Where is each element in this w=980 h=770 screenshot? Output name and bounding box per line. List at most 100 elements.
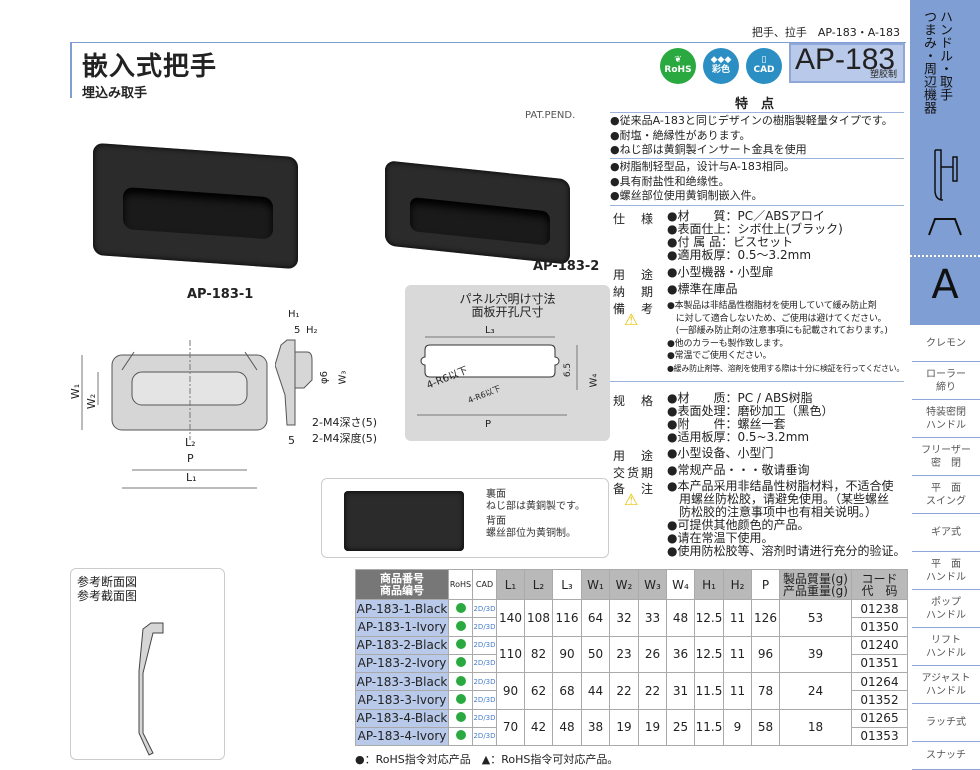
dimension-cell: 96 — [751, 635, 780, 673]
column-header: P — [751, 569, 780, 600]
sidebar-item[interactable]: リフト ハンドル — [912, 628, 980, 666]
warning-icon: ⚠ — [624, 490, 639, 509]
rohs-cell — [448, 671, 473, 692]
dimension-cell: 11.5 — [694, 672, 724, 710]
sidebar-item[interactable]: 特装密閉 ハンドル — [912, 400, 980, 438]
use-jp: ●小型機器・小型扉 — [667, 265, 774, 279]
cad-link[interactable]: 2D/3D — [472, 635, 497, 655]
dimension-cell: 116 — [552, 599, 582, 637]
dimension-cell: 70 — [496, 708, 525, 746]
dimension-cell: 42 — [524, 708, 553, 746]
cad-link[interactable]: 2D/3D — [472, 726, 497, 747]
front-view-drawing — [81, 340, 268, 489]
spec-label-cn: 规格 — [613, 394, 653, 408]
rohs-cell — [448, 690, 473, 710]
dim-l1: L₁ — [186, 471, 197, 484]
note-label-jp: 備考 — [613, 302, 653, 316]
text-line: ●常温でご使用ください。 — [667, 351, 772, 361]
sidebar-item[interactable]: アジャスト ハンドル — [912, 666, 980, 704]
rohs-dot-icon — [455, 602, 466, 613]
text-line: ●附 件：螺丝一套 — [667, 417, 786, 431]
cad-link[interactable]: 2D/3D — [472, 653, 497, 674]
sidebar-category[interactable] — [910, 0, 980, 325]
text-line: ●適用板厚：0.5～3.2mm — [667, 248, 812, 262]
dimension-cell: 44 — [581, 672, 610, 710]
column-header: L₂ — [524, 569, 553, 600]
code-cell: 01350 — [851, 617, 908, 637]
sidebar-item[interactable]: 平 面 スイング — [912, 476, 980, 514]
use-label-cn: 用途 — [613, 449, 653, 463]
text-line: ●使用防松胶等、溶剂时请进行充分的验证。 — [667, 544, 906, 558]
text-line: ●螺丝部位使用黄铜制嵌入件。 — [610, 189, 763, 202]
delivery-cn: ●常规产品・・・敬请垂询 — [667, 463, 810, 477]
cad-link[interactable]: 2D/3D — [472, 708, 497, 728]
dimension-cell: 33 — [638, 599, 667, 637]
text-line: ●请在常温下使用。 — [667, 531, 774, 545]
cad-link[interactable]: 2D/3D — [472, 690, 497, 710]
rohs-cell — [448, 635, 473, 655]
sidebar-item[interactable]: スナッチ — [912, 742, 980, 770]
back-text-cn: 螺丝部位为黄铜制。 — [486, 528, 576, 539]
sidebar-item[interactable]: ポップ ハンドル — [912, 590, 980, 628]
sidebar-item[interactable]: ラッチ式 — [912, 704, 980, 742]
column-header: 商品番号 商品编号 — [355, 569, 449, 600]
features-jp: ●従来品A-183と同じデザインの樹脂製軽量タイプです。●耐塩・絶縁性があります… — [610, 114, 906, 158]
section-box: 参考断面図参考截面图 — [70, 568, 225, 760]
table-legend: ●：RoHS指令対応产品 ▲：RoHS指令可対応产品。 — [355, 753, 619, 766]
m4-note-jp: 2-M4深さ(5) — [312, 416, 378, 429]
back-text-jp: ねじ部は黄銅製です。 — [486, 501, 585, 512]
dimension-cell: 58 — [751, 708, 780, 746]
rohs-cell — [448, 726, 473, 747]
dimension-cell: 23 — [609, 635, 639, 673]
text-line: ●従来品A-183と同じデザインの樹脂製軽量タイプです。 — [610, 114, 893, 127]
dimension-cell: 90 — [552, 635, 582, 673]
dim-h1: H₁ — [288, 309, 300, 320]
dimension-cell: 22 — [609, 672, 639, 710]
code-cell: 01238 — [851, 598, 908, 619]
text-line: ●本製品は非結晶性樹脂材を使用していて緩み防止剤 — [667, 301, 877, 311]
section-title-cn: 参考截面图 — [77, 589, 138, 603]
dim-w3: W₃ — [337, 370, 349, 385]
product-photo-ap-183-1 — [93, 142, 298, 270]
section-drawing — [138, 622, 164, 756]
text-line: ●表面仕上：シボ仕上(ブラック) — [667, 222, 843, 236]
divider — [610, 112, 904, 113]
cad-link[interactable]: 2D/3D — [472, 671, 497, 692]
note-label-cn: 备注 — [613, 482, 653, 496]
code-cell: 01353 — [851, 726, 908, 747]
panel-w4: W₄ — [588, 373, 600, 388]
rohs-dot-icon — [455, 657, 466, 668]
note-cn: ●本产品采用非结晶性树脂材料，不适合使 用螺丝防松胶，请避免使用。（某些螺丝 防… — [667, 480, 905, 558]
text-line: に対して適合しないため、ご使用は避けてください。 — [667, 313, 887, 324]
sidebar-item[interactable]: 平 面 ハンドル — [912, 552, 980, 590]
rohs-dot-icon — [455, 639, 466, 650]
product-number: AP-183-1-Ivory — [355, 617, 449, 637]
text-line: ●表面处理：磨砂加工（黑色） — [667, 404, 834, 418]
rohs-dot-icon — [455, 620, 466, 631]
cad-link[interactable]: 2D/3D — [472, 617, 497, 637]
sidebar-item[interactable]: フリーザー 密 閉 — [912, 438, 980, 476]
sidebar-item[interactable]: ギア式 — [912, 514, 980, 552]
text-line: ●ねじ部は黄銅製インサート金具を使用 — [610, 143, 807, 156]
sidebar-item[interactable]: ローラー 締り — [912, 362, 980, 400]
product-number: AP-183-3-Black — [355, 671, 449, 692]
text-line: ●适用板厚：0.5~3.2mm — [667, 430, 810, 444]
cad-link[interactable]: 2D/3D — [472, 598, 497, 619]
sidebar-category-label: ハンドル・取手 つまみ・周辺機器 — [921, 10, 952, 114]
side-view-drawing — [275, 339, 313, 426]
dimension-cell: 11 — [723, 599, 752, 637]
column-header: L₃ — [552, 569, 582, 600]
product-number: AP-183-3-Ivory — [355, 690, 449, 710]
dimension-cell: 11.5 — [694, 708, 724, 746]
dimension-cell: 62 — [524, 672, 553, 710]
dimension-cell: 12.5 — [694, 599, 724, 637]
rohs-cell — [448, 653, 473, 674]
sidebar-item[interactable]: クレモン — [912, 325, 980, 362]
use-cn: ●小型设备、小型门 — [667, 446, 774, 460]
rohs-dot-icon — [455, 693, 466, 704]
dimension-cell: 110 — [496, 635, 525, 673]
code-cell: 01265 — [851, 708, 908, 728]
